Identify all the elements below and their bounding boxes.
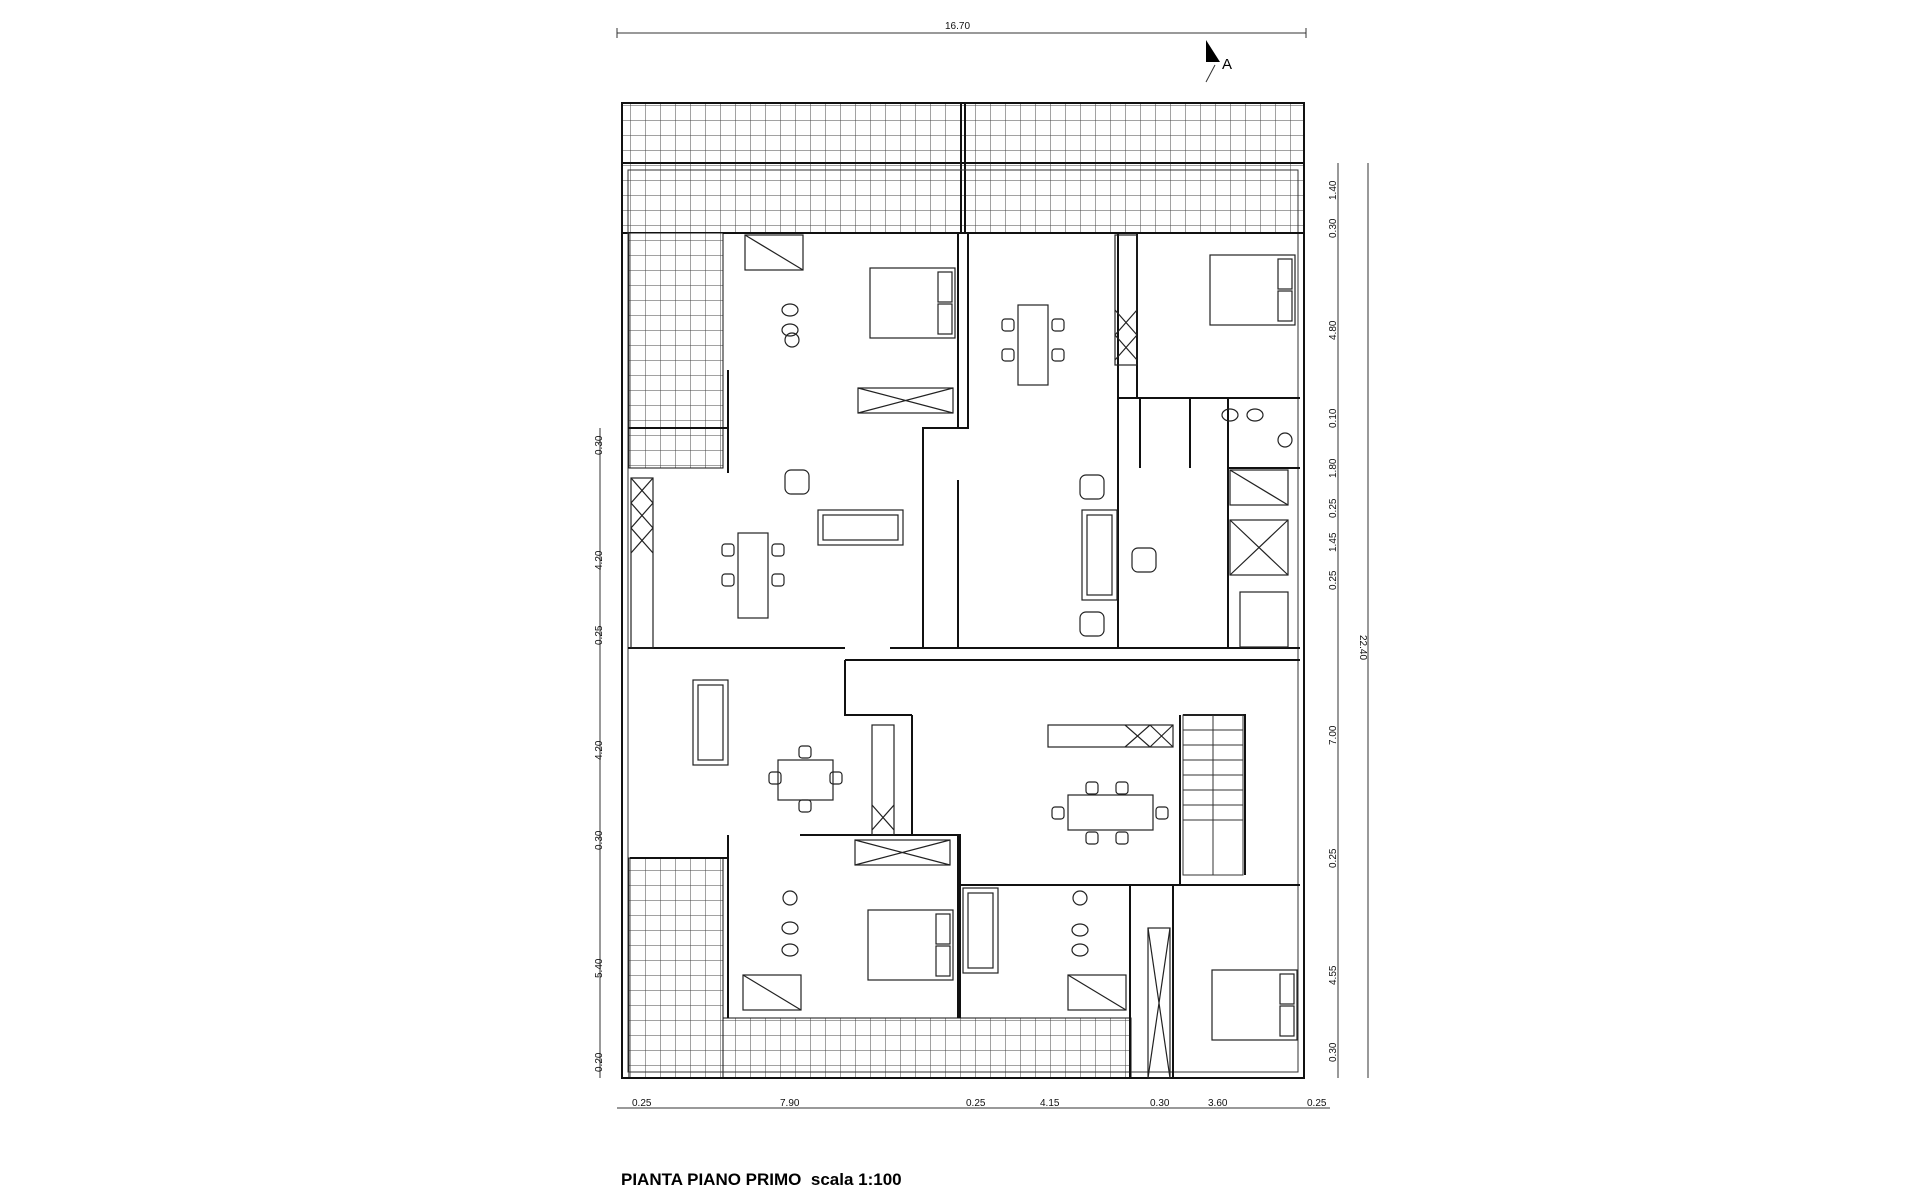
dimension-bottom-label: 0.25 <box>966 1098 986 1109</box>
sofa <box>1081 509 1118 601</box>
wardrobe <box>854 839 951 866</box>
dimension-left: 0.30 4.20 0.25 4.20 0.30 5.40 0.20 <box>594 428 605 1078</box>
section-marker-label: A <box>1222 56 1232 73</box>
dimension-right-label: 7.00 <box>1328 725 1339 745</box>
dimension-right-label: 4.80 <box>1328 320 1339 340</box>
bed <box>867 909 954 981</box>
dimension-right-label: 0.25 <box>1328 498 1339 518</box>
kitchen-counter <box>630 477 654 649</box>
dimension-left-label: 0.20 <box>594 1052 605 1072</box>
sofa <box>692 679 729 766</box>
dimension-top: 16.70 <box>616 21 1307 38</box>
drawing-title: PIANTA PIANO PRIMO <box>621 1170 802 1189</box>
staircase <box>1182 714 1244 876</box>
interior-walls <box>628 232 1300 1078</box>
dimension-right-label: 4.55 <box>1328 965 1339 985</box>
dimension-right-label: 0.30 <box>1328 1042 1339 1062</box>
dimension-right-total-label: 22.40 <box>1357 635 1368 660</box>
outer-walls <box>621 162 1305 1079</box>
dimension-bottom-label: 0.25 <box>1307 1098 1327 1109</box>
dimension-left-label: 0.30 <box>594 435 605 455</box>
dimension-bottom-label: 7.90 <box>780 1098 800 1109</box>
dimension-bottom-label: 4.15 <box>1040 1098 1060 1109</box>
dimension-right-label: 1.40 <box>1328 180 1339 200</box>
bed <box>869 267 956 339</box>
dimension-right: 1.40 0.30 4.80 0.10 1.80 0.25 1.45 0.25 … <box>1328 163 1369 1078</box>
balcony-tiles <box>621 102 1305 1079</box>
dimension-left-label: 5.40 <box>594 958 605 978</box>
dimension-bottom-label: 0.30 <box>1150 1098 1170 1109</box>
dining-table <box>1001 304 1065 386</box>
dimension-bottom-label: 3.60 <box>1208 1098 1228 1109</box>
armchair <box>784 469 1157 637</box>
dimension-bottom: 0.25 7.90 0.25 4.15 0.30 3.60 0.25 <box>617 1098 1330 1109</box>
kitchen-counter <box>1047 724 1174 748</box>
dimension-left-label: 4.20 <box>594 550 605 570</box>
dimension-right-label: 0.25 <box>1328 570 1339 590</box>
drawing-caption: PIANTA PIANO PRIMO scala 1:100 <box>621 1170 902 1190</box>
dining-table <box>768 745 843 813</box>
dining-table <box>721 532 785 619</box>
dining-table <box>1051 781 1169 845</box>
kitchen-counter <box>1114 234 1138 366</box>
dimension-right-label: 1.45 <box>1328 532 1339 552</box>
dimension-left-label: 4.20 <box>594 740 605 760</box>
bathroom-fixtures <box>742 234 1293 1011</box>
kitchen-counter <box>871 724 895 836</box>
dimension-right-label: 0.10 <box>1328 408 1339 428</box>
dimension-left-label: 0.30 <box>594 830 605 850</box>
wardrobe <box>857 387 954 414</box>
bed <box>1211 969 1298 1041</box>
dimension-bottom-label: 0.25 <box>632 1098 652 1109</box>
wardrobe <box>1147 927 1171 1079</box>
sofa <box>962 887 999 974</box>
dimension-right-label: 1.80 <box>1328 458 1339 478</box>
drawing-scale: scala 1:100 <box>810 1170 902 1189</box>
sofa <box>817 509 904 546</box>
dimension-top-label: 16.70 <box>945 21 970 32</box>
bed <box>1209 254 1296 326</box>
dimension-right-label: 0.25 <box>1328 848 1339 868</box>
section-marker: A <box>1205 40 1232 83</box>
dimension-right-label: 0.30 <box>1328 218 1339 238</box>
dimension-left-label: 0.25 <box>594 625 605 645</box>
